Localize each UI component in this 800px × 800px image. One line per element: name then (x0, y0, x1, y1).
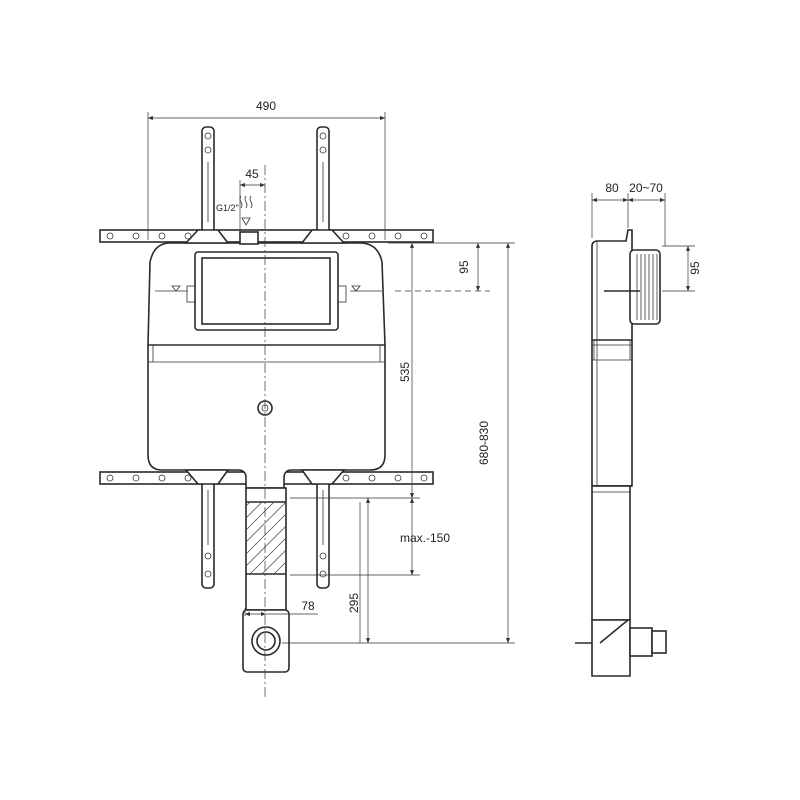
upper-right-bracket (316, 126, 330, 246)
side-dimension-lines (592, 197, 691, 291)
flush-pipe (242, 487, 290, 673)
outlet-width-label: 78 (301, 599, 315, 613)
water-inlet (239, 195, 259, 245)
top-offset-label: 95 (457, 260, 471, 274)
flush-range-label: 20~70 (629, 181, 663, 195)
outlet-height-label: 295 (347, 593, 361, 613)
water-heat-wave-icon (239, 195, 253, 209)
side-flush-plate (604, 249, 661, 325)
lower-left-bracket (201, 469, 215, 589)
top-mounting-rail (99, 229, 434, 243)
extension-lines (147, 112, 515, 644)
total-height-label: 680-830 (477, 421, 491, 465)
inlet-offset-label: 45 (245, 167, 259, 181)
service-window (186, 251, 347, 331)
upper-left-bracket (201, 126, 215, 246)
inlet-thread-label: G1/2" (216, 203, 239, 213)
front-height-label: 535 (398, 362, 412, 382)
lower-right-bracket (316, 469, 330, 589)
side-offset-label: 95 (688, 261, 702, 275)
max-extension-label: max.-150 (400, 531, 450, 545)
depth-label: 80 (605, 181, 619, 195)
triangle-level-icon (155, 285, 382, 292)
width-total-label: 490 (256, 99, 276, 113)
side-flush-pipe (591, 485, 631, 621)
side-view: 80 20~70 95 (575, 181, 702, 677)
triangle-level-icon (241, 217, 251, 226)
side-outlet-elbow (575, 619, 667, 677)
side-tank-body (591, 229, 633, 487)
dimension-lines (148, 115, 511, 643)
front-view: 490 45 G1/2" 535 95 max.-150 295 680-830… (99, 99, 515, 700)
